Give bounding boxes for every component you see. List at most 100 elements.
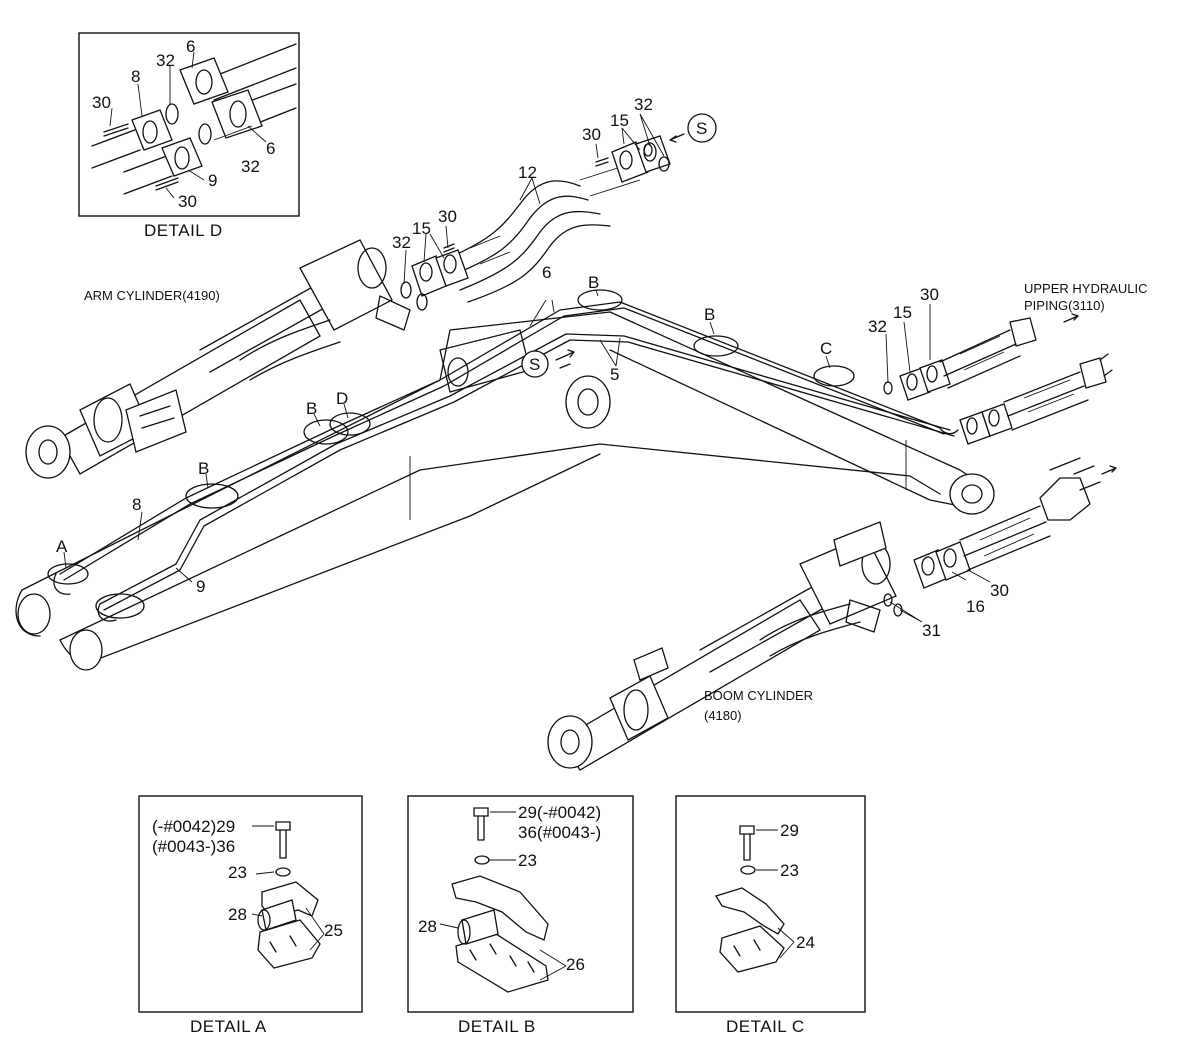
detail-d-caption: DETAIL D [144,221,223,240]
clamp-c [813,365,855,387]
label-32-hose-left: 32 [392,233,411,252]
label-31: 31 [922,621,941,640]
label-8: 8 [132,495,141,514]
detail-d-label-30-lower: 30 [178,192,197,211]
label-c: C [820,339,832,358]
clamp-b-middle [303,419,349,445]
arm-cylinder-assembly [25,239,411,479]
detail-a-sleeve [257,899,297,931]
detail-c-inset: 29 23 24 DETAIL C [675,795,866,1036]
arm-cylinder-valve-block [125,389,187,453]
detail-b-bolt-old-label: 29(-#0042) [518,803,601,822]
detail-d-label-8: 8 [131,67,140,86]
hose-fittings-right [595,135,671,183]
clamp-a-lower [95,593,145,619]
detail-b-bolt-new-label: 36(#0043-) [518,823,601,842]
label-b-upper: B [588,273,599,292]
boom-structure [15,311,995,671]
clamp-b-upper [577,289,623,311]
label-30-hose-right: 30 [582,125,601,144]
detail-d-o-ring-upper [165,103,179,125]
detail-d-label-32-upper: 32 [156,51,175,70]
label-15-hose-right: 15 [610,111,629,130]
label-16: 16 [966,597,985,616]
detail-b-washer [474,855,490,865]
detail-d-label-6-lower: 6 [266,139,275,158]
detail-d-flange-8 [131,109,173,151]
detail-b-inset: 29(-#0042) 36(#0043-) 23 28 26 DETAIL B [407,795,634,1036]
label-12: 12 [518,163,537,182]
hose-fittings-left [400,243,469,311]
detail-d-flange-6-lower [211,89,263,139]
s-marker-top-letter: S [696,119,707,138]
detail-a-label-28: 28 [228,905,247,924]
detail-c-washer [740,865,756,875]
detail-a-frame [138,795,363,1013]
label-6: 6 [542,263,551,282]
detail-b-label-28: 28 [418,917,437,936]
upper-piping-label-line1: UPPER HYDRAULIC [1024,281,1148,296]
detail-d-label-30-upper: 30 [92,93,111,112]
detail-a-caption: DETAIL A [190,1017,267,1036]
label-32-upper: 32 [868,317,887,336]
detail-d-bolt-lower [155,177,179,191]
label-d: D [336,389,348,408]
detail-a-inset: (-#0042)29 (#0043-)36 23 28 25 DETAIL A [138,795,363,1036]
detail-b-label-26: 26 [566,955,585,974]
label-30-hose-left: 30 [438,207,457,226]
label-b-right: B [704,305,715,324]
upper-piping-connections [883,317,1113,445]
detail-d-o-ring-lower [198,123,212,145]
s-marker-boom: S [521,349,575,378]
detail-c-label-24: 24 [796,933,815,952]
detail-b-caption: DETAIL B [458,1017,536,1036]
boom-cylinder-head [609,675,669,741]
upper-piping-arrow [1063,313,1079,323]
detail-c-clamp [715,887,785,973]
boom-cylinder-pin-boss [565,375,611,429]
detail-d-frame [78,32,300,217]
clamp-d [329,412,371,436]
boom-cylinder-label-line1: BOOM CYLINDER [704,688,813,703]
detail-a-bolt-new-label: (#0043-)36 [152,837,235,856]
boom-cylinder-rod-eye [547,715,593,769]
detail-c-label-23: 23 [780,861,799,880]
arm-cylinder-bottom-eye [299,239,393,331]
detail-d-flange-9 [161,137,203,177]
detail-a-bolt-old-label: (-#0042)29 [152,817,235,836]
boom-cylinder-piping [883,457,1101,617]
boom-cylinder-label-line2: (4180) [704,708,742,723]
detail-d-label-6-upper: 6 [186,37,195,56]
s-marker-top: S [669,113,717,143]
detail-d-flange-6-upper [179,57,229,105]
boom-cylinder-valve-block [833,521,887,567]
label-b-middle: B [306,399,317,418]
boom-piping-arrow [1101,465,1117,475]
detail-b-clamp [451,875,549,993]
detail-c-label-29: 29 [780,821,799,840]
s-marker-boom-letter: S [529,355,540,374]
arm-cylinder-rod-eye [25,425,71,479]
detail-c-bolt [739,825,755,861]
boom-cylinder-assembly [547,521,897,771]
boom-arm-pin-boss [949,473,995,515]
label-5: 5 [610,365,619,384]
detail-b-frame [407,795,634,1013]
clamp-b-lower [185,483,239,509]
label-9: 9 [196,577,205,596]
detail-c-caption: DETAIL C [726,1017,805,1036]
detail-b-sleeve [457,909,499,945]
detail-d-inset: 30 8 32 6 6 32 9 30 DETAIL D [78,32,300,240]
boom-foot-pin-right [69,629,103,671]
detail-a-washer [275,867,291,877]
label-15-upper: 15 [893,303,912,322]
clamp-b-right [693,335,739,357]
detail-b-label-23: 23 [518,851,537,870]
arm-cylinder-label: ARM CYLINDER(4190) [84,288,220,303]
detail-c-frame [675,795,866,1013]
hose-assembly-12 [439,163,641,303]
label-30-upper: 30 [920,285,939,304]
detail-a-label-23: 23 [228,863,247,882]
